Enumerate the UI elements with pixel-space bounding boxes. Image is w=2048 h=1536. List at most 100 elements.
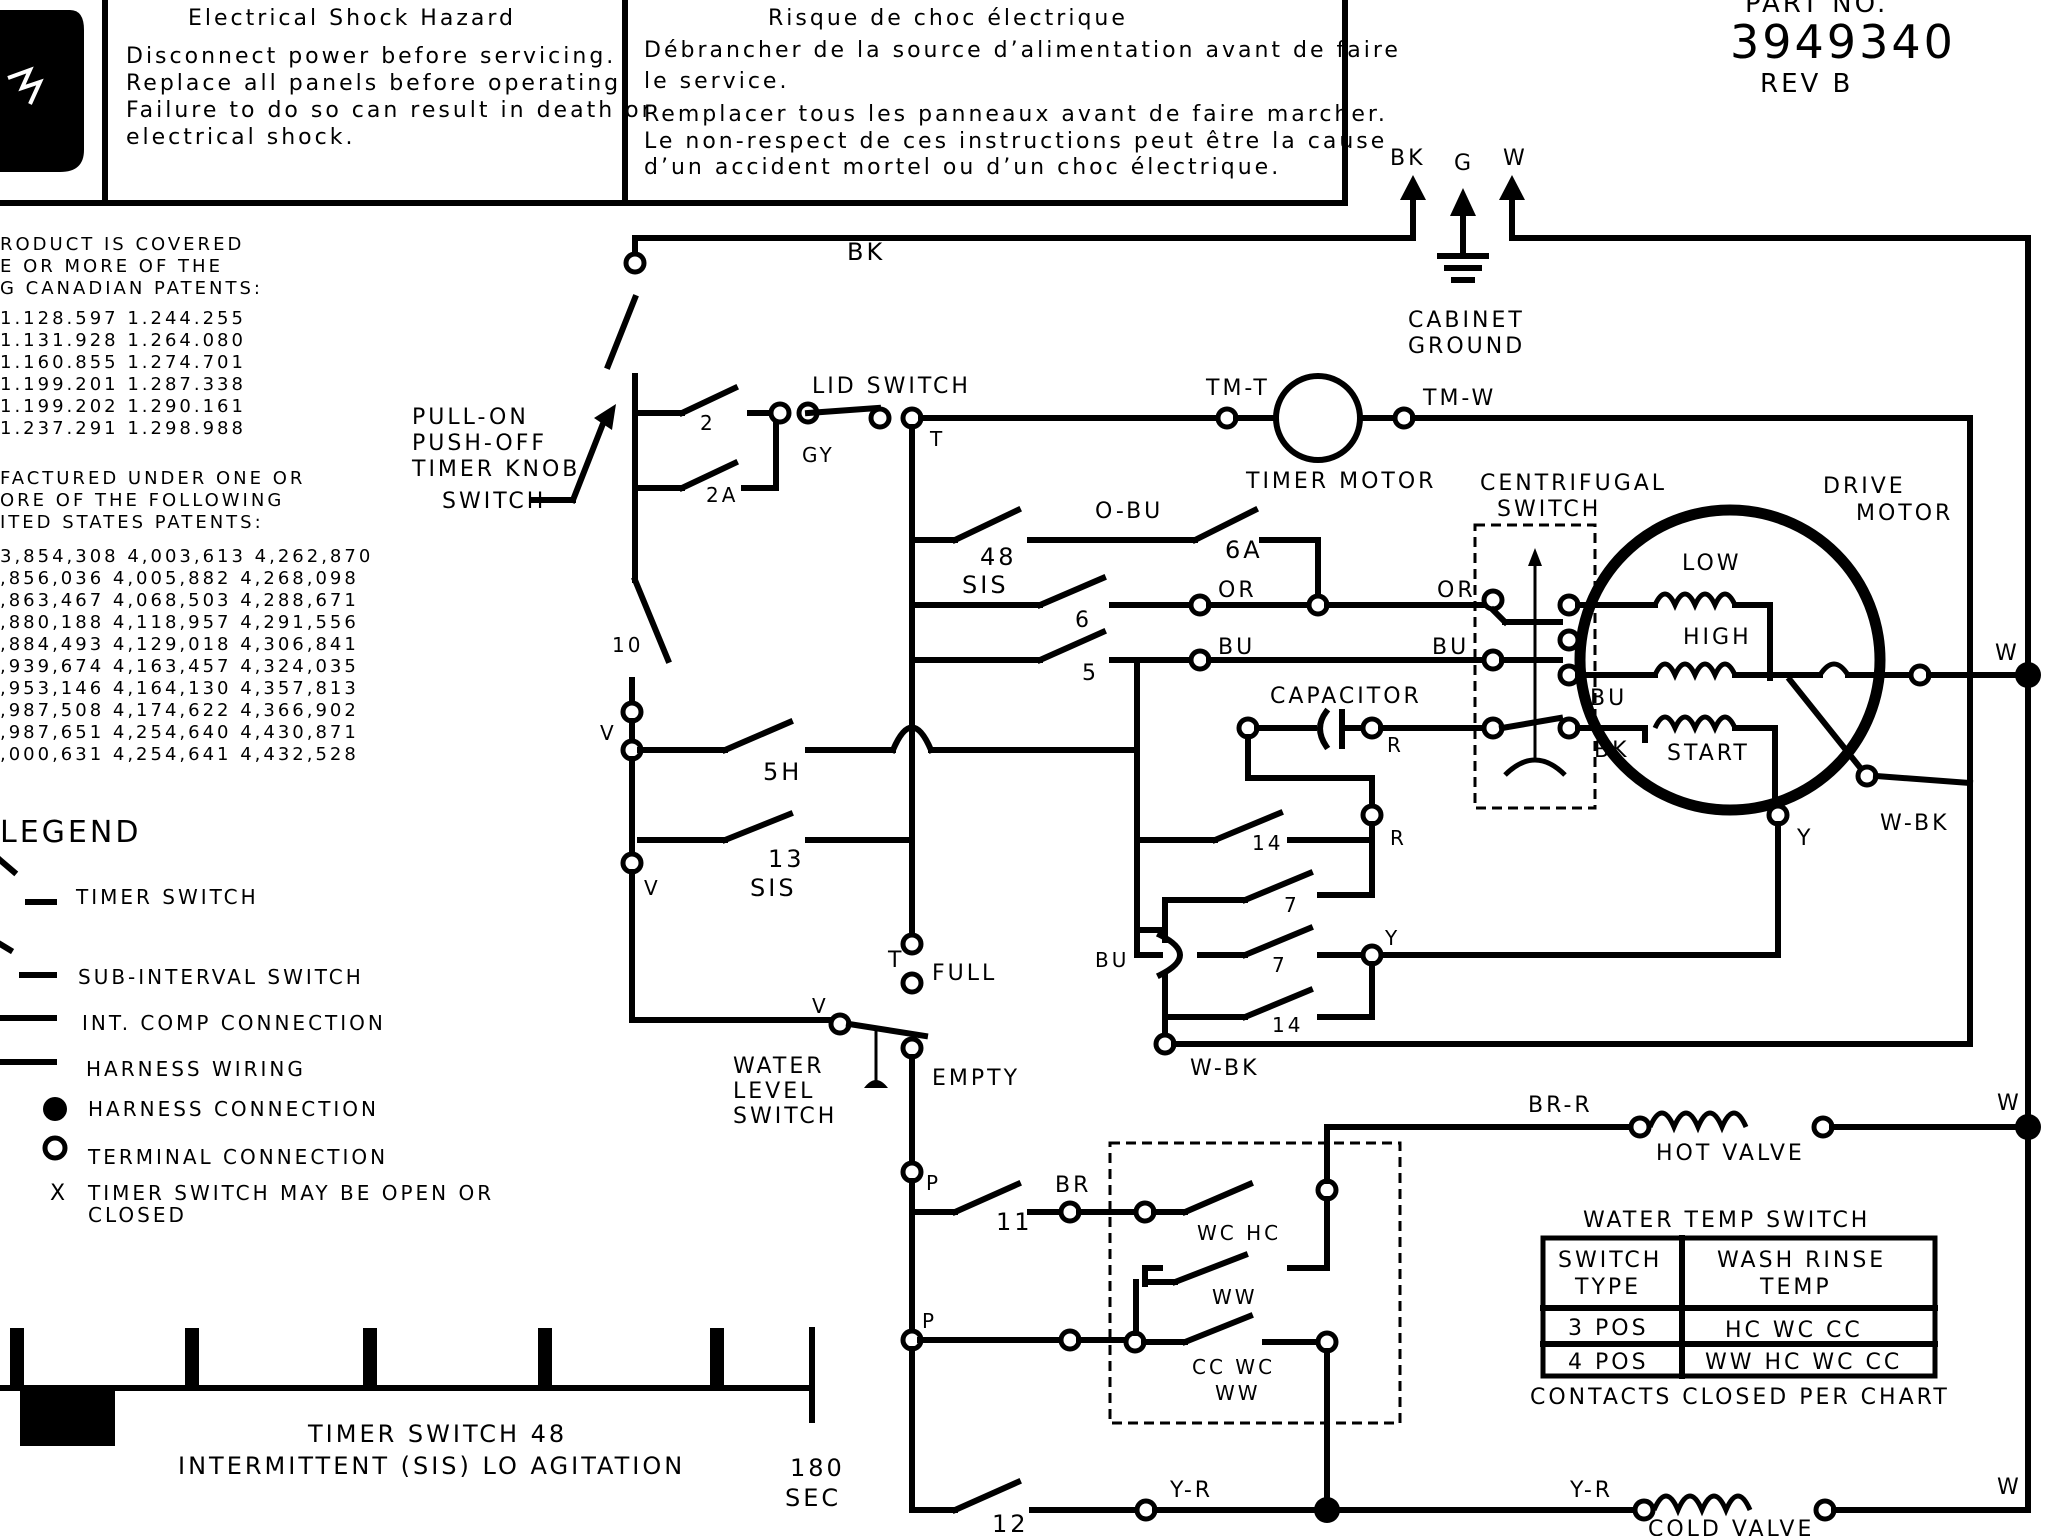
label-w-cold: W <box>1997 1475 2022 1500</box>
water-valves: P P 11 BR WC HC WW CC WC WW <box>900 1091 2041 1536</box>
harness-dot-yr <box>1314 1497 1340 1523</box>
warning-line-en-1: Disconnect power before servicing. <box>126 44 616 69</box>
canadian-row: 1.128.597 1.244.255 <box>0 308 246 329</box>
us-heading-3: ITED STATES PATENTS: <box>0 512 264 533</box>
warning-box: Electrical Shock Hazard Disconnect power… <box>0 0 1401 206</box>
label-w-top: W <box>1503 146 1528 171</box>
canadian-row: 1.199.201 1.287.338 <box>0 374 246 395</box>
label-sw2: 2 <box>700 411 716 435</box>
pull-on-2: PUSH-OFF <box>412 431 547 456</box>
timer-chart: TIMER SWITCH 48 INTERMITTENT (SIS) LO AG… <box>0 1327 842 1512</box>
wt-row2-type: 4 POS <box>1568 1350 1649 1375</box>
centrifugal-1: CENTRIFUGAL <box>1480 471 1667 496</box>
label-bk-wire: BK <box>847 238 885 266</box>
timer-chart-pulse <box>538 1328 552 1388</box>
label-low: LOW <box>1682 551 1742 576</box>
pressure-bell-icon <box>864 1080 888 1088</box>
label-br: BR <box>1055 1173 1091 1198</box>
power-input: BK G W BK CABINET GROUND <box>632 146 2031 1493</box>
water-level-2: LEVEL <box>733 1079 815 1104</box>
label-sw5: 5 <box>1082 661 1099 686</box>
cold-valve-coil-icon <box>1651 1493 1753 1517</box>
wt-row1-type: 3 POS <box>1568 1316 1649 1341</box>
label-y2: Y <box>1384 926 1400 950</box>
harness-dot-w1 <box>2015 662 2041 688</box>
label-p2: P <box>922 1309 937 1333</box>
label-r2: R <box>1390 826 1407 850</box>
timer-chart-pulse <box>10 1328 24 1388</box>
timer-motor: TM-T TM-W TIMER MOTOR <box>1205 373 1973 786</box>
label-t2: T <box>887 948 904 973</box>
legend-harness-wiring: HARNESS WIRING <box>86 1057 306 1081</box>
label-sw13: 13 <box>768 845 805 873</box>
label-p1: P <box>926 1171 941 1195</box>
centrifugal-weights-icon <box>1503 757 1567 777</box>
label-sw5h: 5H <box>763 758 802 786</box>
warning-line-en-3: Failure to do so can result in death or <box>126 98 654 123</box>
us-row: ,987,651 4,254,640 4,430,871 <box>0 722 359 743</box>
label-y-r2: Y-R <box>1569 1478 1613 1503</box>
label-sis: SIS <box>962 571 1009 599</box>
ground-symbol-icon <box>1437 253 1489 283</box>
label-v1: V <box>600 721 617 745</box>
us-row: ,856,036 4,005,882 4,268,098 <box>0 568 359 589</box>
wt-header-2b: TEMP <box>1759 1275 1832 1300</box>
label-v3: V <box>812 994 829 1018</box>
warning-line-fr-5: d’un accident mortel ou d’un choc électr… <box>644 155 1281 180</box>
legend-x-mark: X <box>50 1181 68 1206</box>
drive-motor-icon <box>1574 504 1886 816</box>
label-sw12: 12 <box>992 1510 1029 1536</box>
label-bu2: BU <box>1432 635 1469 660</box>
label-ww: WW <box>1212 1285 1258 1309</box>
label-br-r: BR-R <box>1528 1093 1593 1118</box>
water-temp-switch-box <box>1108 1141 1402 1425</box>
label-empty: EMPTY <box>932 1066 1020 1091</box>
timer-chart-title: TIMER SWITCH 48 <box>307 1420 567 1448</box>
motor-switches: O-BU 48 SIS 6A 6 OR OR 5 BU BU <box>909 499 1492 933</box>
cabinet-ground-2: GROUND <box>1408 334 1525 359</box>
label-sw14a: 14 <box>1252 831 1283 855</box>
timer-chart-pulse <box>363 1328 377 1388</box>
warning-title-fr: Risque de choc électrique <box>768 6 1128 31</box>
label-sw2a: 2A <box>706 483 738 507</box>
label-v2: V <box>644 876 661 900</box>
part-number: 3949340 <box>1730 15 1956 69</box>
canadian-heading-1: RODUCT IS COVERED <box>0 234 244 255</box>
timer-chart-pulse <box>710 1328 724 1388</box>
hot-valve-coil-icon <box>1647 1110 1749 1134</box>
legend-sub-interval: SUB-INTERVAL SWITCH <box>78 965 364 989</box>
knob-arrow-icon <box>594 404 616 430</box>
label-or1: OR <box>1218 578 1257 603</box>
legend-terminal-connection: TERMINAL CONNECTION <box>87 1145 388 1169</box>
canadian-row: 1.131.928 1.264.080 <box>0 330 246 351</box>
wt-header-1b: TYPE <box>1574 1275 1641 1300</box>
patents-block: RODUCT IS COVERED E OR MORE OF THE G CAN… <box>0 234 370 765</box>
us-row: ,863,467 4,068,503 4,288,671 <box>0 590 359 611</box>
label-or2: OR <box>1437 578 1476 603</box>
warning-line-fr-2: le service. <box>644 69 789 94</box>
wt-header-1a: SWITCH <box>1558 1248 1662 1273</box>
harness-connection-dot <box>43 1097 67 1121</box>
legend-timer-switch: TIMER SWITCH <box>75 885 259 909</box>
part-rev: REV B <box>1760 69 1853 99</box>
us-row: ,939,674 4,163,457 4,324,035 <box>0 656 359 677</box>
label-sw14b: 14 <box>1272 1013 1303 1037</box>
canadian-heading-3: G CANADIAN PATENTS: <box>0 278 263 299</box>
wt-footer: CONTACTS CLOSED PER CHART <box>1530 1385 1950 1410</box>
warning-line-fr-1: Débrancher de la source d’alimentation a… <box>644 38 1401 63</box>
label-y-m: Y <box>1796 826 1813 851</box>
label-ww2: WW <box>1215 1381 1261 1405</box>
label-bu3: BU <box>1590 686 1627 711</box>
centrifugal-arrow-icon <box>1528 548 1542 566</box>
pull-on-1: PULL-ON <box>412 405 529 430</box>
label-high: HIGH <box>1683 625 1752 650</box>
timer-motor-icon <box>1273 373 1363 463</box>
lid-switch: LID SWITCH GY T <box>802 374 1219 938</box>
label-sw6: 6 <box>1075 608 1092 633</box>
label-sw10: 10 <box>612 633 643 657</box>
cabinet-ground-1: CABINET <box>1408 308 1525 333</box>
harness-dot-w2 <box>2015 1114 2041 1140</box>
label-w-m: W <box>1995 641 2020 666</box>
capacitor: CAPACITOR R R <box>1236 684 1492 850</box>
legend-int-comp: INT. COMP CONNECTION <box>82 1011 386 1035</box>
